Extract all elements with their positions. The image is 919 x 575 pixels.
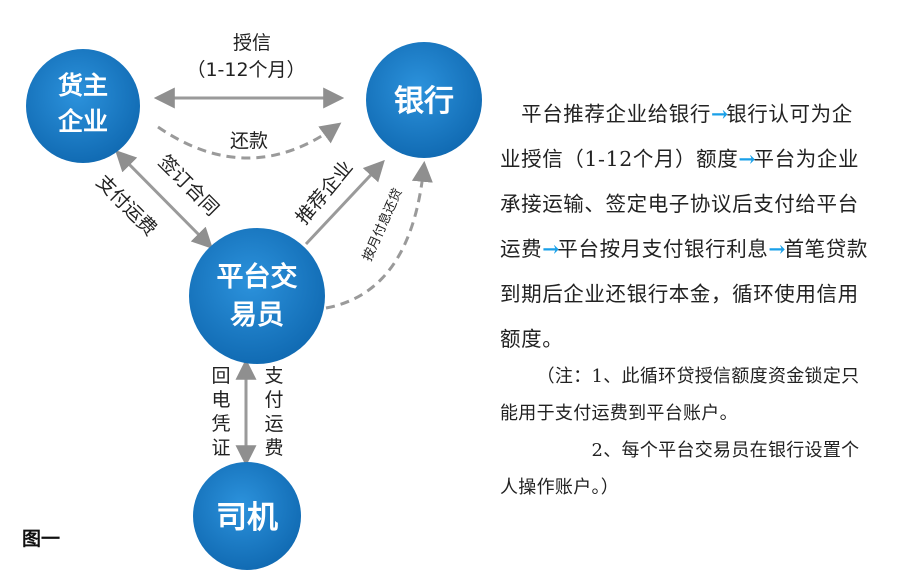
edge-credit-term: （1-12个月） <box>186 59 305 81</box>
flow-arrow-icon: → <box>542 237 559 261</box>
figure-label: 图一 <box>22 528 61 550</box>
edge-receipt-label: 回 电 凭 证 <box>211 365 230 459</box>
node-driver: 司机 <box>193 462 301 570</box>
flow-arrow-icon: → <box>738 147 755 171</box>
node-owner: 货主 企业 <box>26 49 140 163</box>
edge-repay-label: 还款 <box>230 130 268 152</box>
flow-arrow-icon: → <box>768 237 785 261</box>
node-bank-label: 银行 <box>394 84 454 119</box>
node-bank: 银行 <box>366 42 482 158</box>
note-2: 2、每个平台交易员在银行设置个人操作账户。） <box>500 432 870 506</box>
edge-recommend-label: 推荐企业 <box>292 156 358 228</box>
edge-pay-freight-driver-char: 运 <box>264 413 283 435</box>
edge-credit-label: 授信 <box>233 32 271 54</box>
node-platform-line2: 易员 <box>230 300 284 331</box>
edge-receipt-char: 凭 <box>211 413 230 435</box>
node-driver-label: 司机 <box>216 500 278 536</box>
repay-arrow <box>157 122 342 160</box>
note-1: （注：1、此循环贷授信额度资金锁定只能用于支付运费到平台账户。 <box>500 358 870 432</box>
step-platform-transport: 平台为企业承接运输、签定电子协议后支付给平台运费 <box>500 147 860 261</box>
edge-receipt-char: 证 <box>211 437 230 459</box>
step-recommend: 平台推荐企业给银行 <box>521 102 712 126</box>
step-repay-principal: 首笔贷款到期后企业还银行本金，循环使用信用额度。 <box>500 237 868 351</box>
flow-description: 平台推荐企业给银行→银行认可为企业授信（1-12个月）额度→平台为企业承接运输、… <box>500 92 870 362</box>
recommend-arrow <box>304 159 385 246</box>
interest-arrow <box>325 160 433 310</box>
flow-arrow-icon: → <box>711 102 728 126</box>
node-platform-line1: 平台交 <box>217 261 298 293</box>
owner-platform-arrow <box>115 150 213 249</box>
note-1-text: （注：1、此循环贷授信额度资金锁定只能用于支付运费到平台账户。 <box>500 366 860 424</box>
edge-pay-freight-driver-char: 付 <box>264 389 283 411</box>
step-bank-credit: 银行认可为企业授信（1-12个月）额度 <box>500 102 853 171</box>
edge-receipt-char: 电 <box>211 389 230 411</box>
edge-pay-freight-driver-label: 支 付 运 费 <box>264 365 283 459</box>
edge-sign-contract-label: 签订合同 <box>154 151 223 220</box>
node-owner-line2: 企业 <box>58 107 108 136</box>
step-pay-interest: 平台按月支付银行利息 <box>557 237 769 261</box>
node-platform: 平台交 易员 <box>189 228 325 364</box>
edge-pay-freight-driver-char: 费 <box>264 437 283 459</box>
note-2-text: 2、每个平台交易员在银行设置个人操作账户。） <box>500 440 860 498</box>
edge-receipt-char: 回 <box>211 365 230 387</box>
edge-interest-label: 按月付息还贷 <box>359 186 405 264</box>
edge-pay-freight-owner-label: 支付运费 <box>92 171 161 240</box>
node-owner-line1: 货主 <box>58 71 108 100</box>
edge-pay-freight-driver-char: 支 <box>264 365 283 387</box>
